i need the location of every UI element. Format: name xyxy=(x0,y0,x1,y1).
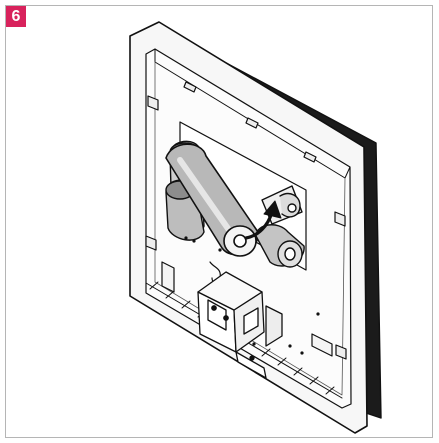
mounting-bracket xyxy=(197,271,283,379)
housing-latch-right xyxy=(311,333,333,357)
battery-being-inserted xyxy=(165,143,259,257)
step-number-badge: 6 xyxy=(6,6,26,27)
housing-clips xyxy=(145,81,347,360)
curved-arrow-icon xyxy=(244,200,282,240)
housing-latch-left xyxy=(161,261,175,293)
